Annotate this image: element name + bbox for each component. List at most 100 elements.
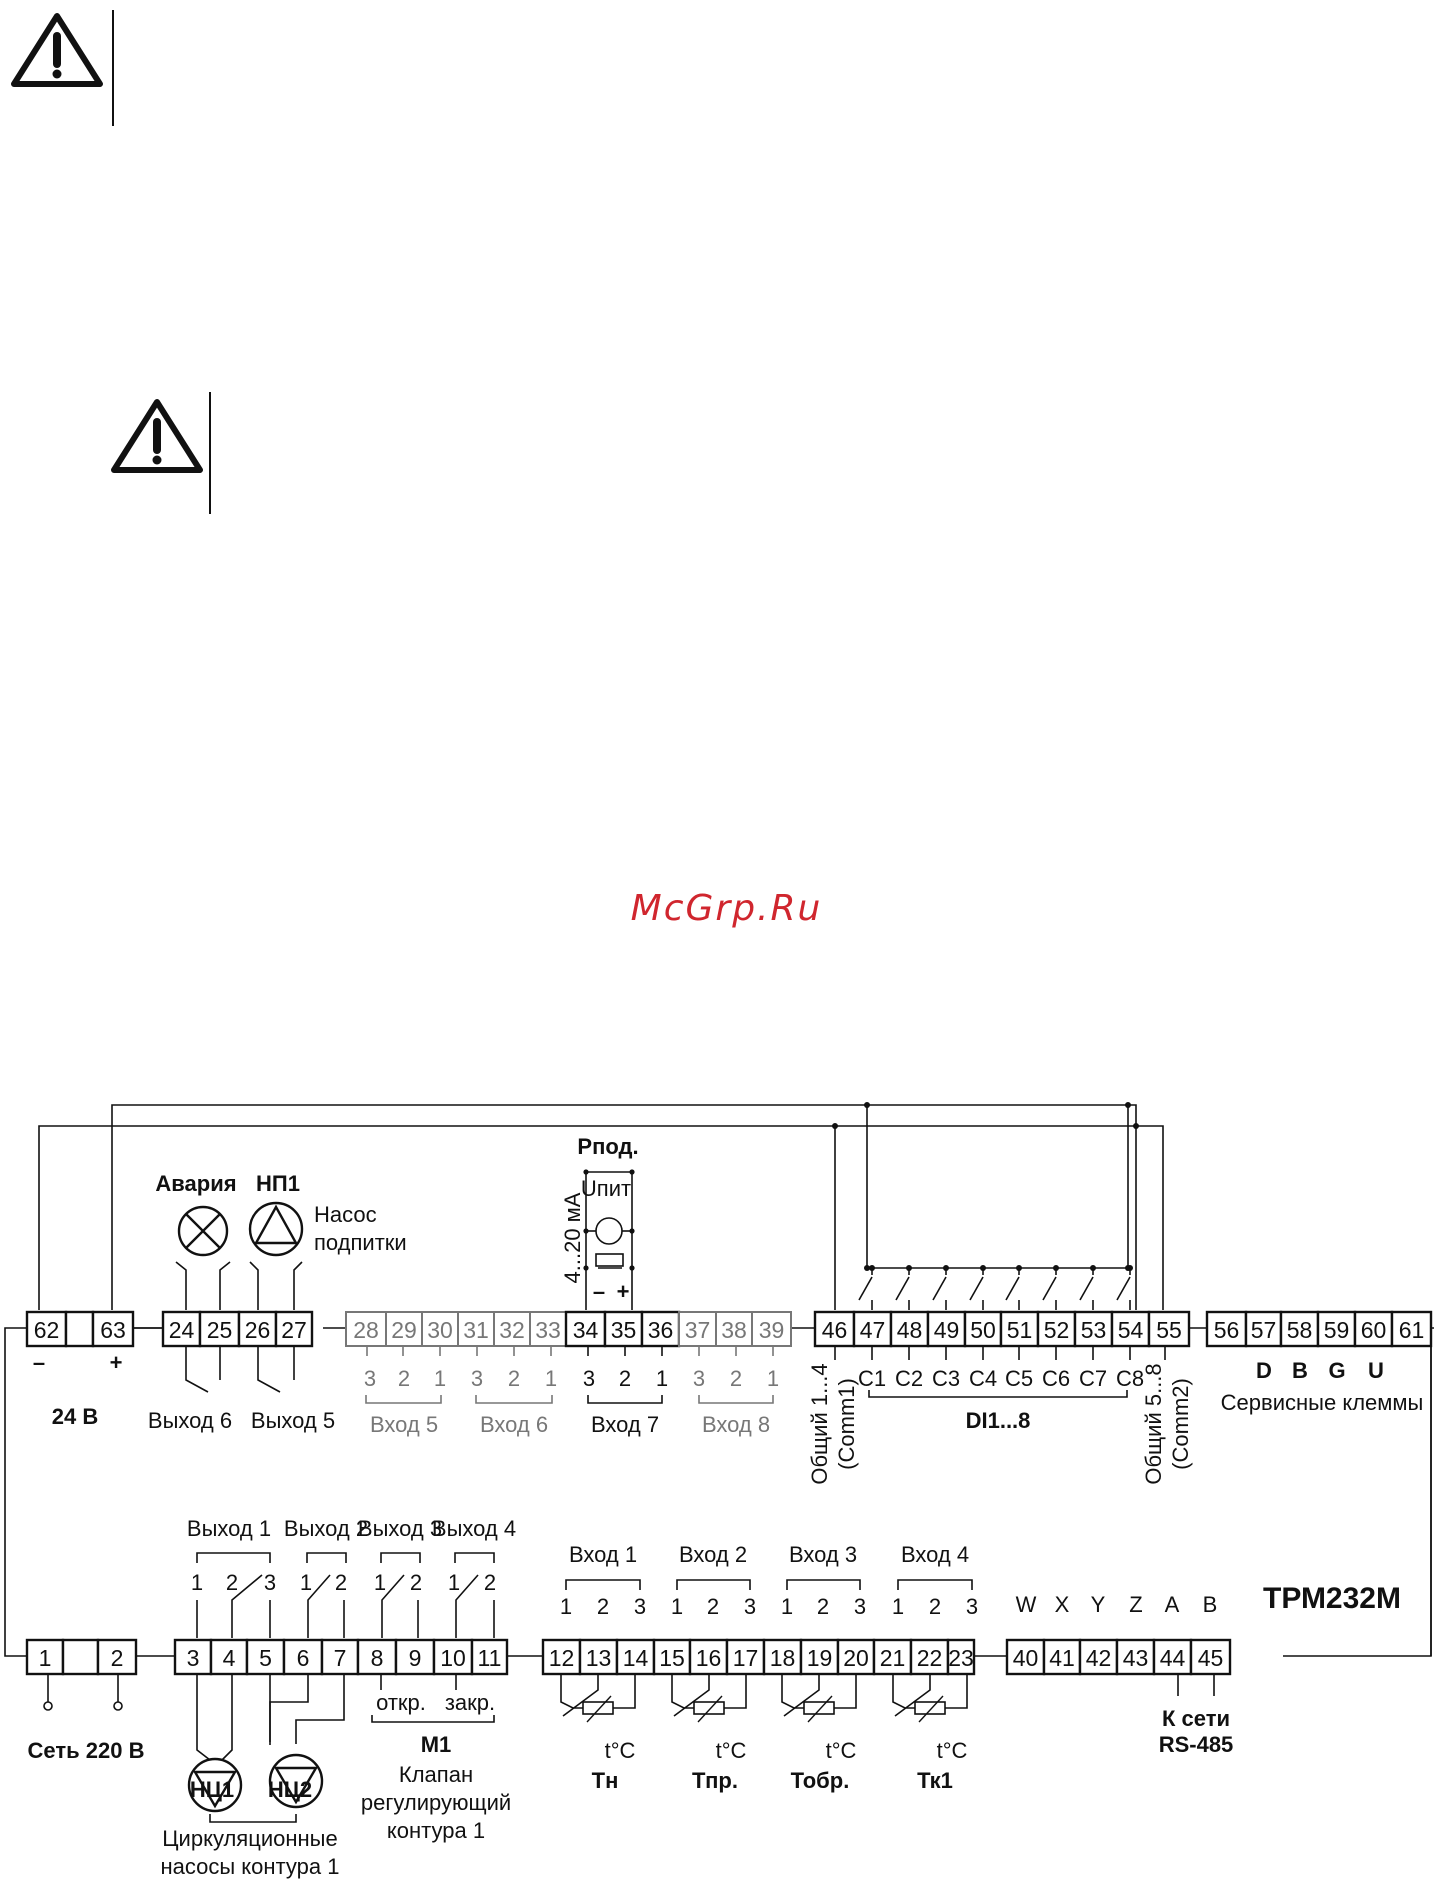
- thermistor-tk1: [892, 1674, 968, 1723]
- input-label: Вход 1: [569, 1542, 637, 1567]
- input-pin-number: 1: [671, 1594, 683, 1619]
- terminal-number: 29: [391, 1317, 417, 1343]
- pump-nc2-label: НЦ2: [268, 1777, 312, 1802]
- terminal-cell: [715, 1311, 753, 1347]
- supply-plus: +: [110, 1350, 123, 1375]
- terminal-number: 63: [100, 1317, 126, 1343]
- terminal-number: 48: [897, 1317, 923, 1343]
- terminal-cell: [1279, 1310, 1320, 1348]
- terminal-cell: [678, 1311, 717, 1347]
- input-pin-number: 2: [398, 1366, 410, 1391]
- terminal-number: 2: [111, 1645, 124, 1671]
- rs-terminal-letter: Z: [1129, 1592, 1142, 1617]
- input-pin-number: 2: [619, 1366, 631, 1391]
- terminal-cell: [813, 1310, 856, 1348]
- input-pin-number: 2: [730, 1366, 742, 1391]
- output-label: Выход 2: [284, 1516, 368, 1541]
- service-letter: U: [1368, 1358, 1384, 1383]
- terminal-cell: [640, 1310, 681, 1348]
- output-pin-number: 1: [191, 1570, 203, 1595]
- terminal-number: 37: [685, 1317, 711, 1343]
- terminal-cell: [751, 1311, 792, 1347]
- terminal-cell: [1244, 1310, 1283, 1348]
- terminal-number: 11: [478, 1645, 502, 1671]
- terminal-number: 23: [948, 1645, 974, 1671]
- terminal-cell: [1353, 1310, 1394, 1348]
- terminal-number: 40: [1013, 1645, 1039, 1671]
- terminal-number: 42: [1086, 1645, 1112, 1671]
- input-label: Вход 4: [901, 1542, 969, 1567]
- input-label: Вход 7: [591, 1412, 659, 1437]
- terminal-number: 28: [353, 1317, 379, 1343]
- circ-pumps-caption: Циркуляционные: [162, 1826, 337, 1851]
- temp-unit-label: t°C: [716, 1738, 747, 1763]
- output-label: Выход 4: [432, 1516, 516, 1541]
- valve-caption: контура 1: [387, 1818, 485, 1843]
- sensor-supply-label: Uпит: [581, 1176, 631, 1201]
- terminal-number: 43: [1123, 1645, 1149, 1671]
- thermistor-tobr: [781, 1674, 857, 1723]
- input-label: Вход 2: [679, 1542, 747, 1567]
- pressure-sensor: [583, 1169, 635, 1271]
- terminal-number: 54: [1118, 1317, 1144, 1343]
- temp-unit-label: t°C: [605, 1738, 636, 1763]
- output-pin-number: 2: [484, 1570, 496, 1595]
- common-2-label: Общий 5...8: [1141, 1363, 1166, 1484]
- common-1-label: Общий 1...4: [807, 1363, 832, 1484]
- input-pin-number: 1: [560, 1594, 572, 1619]
- input-pin-number: 3: [634, 1594, 646, 1619]
- input-pin-number: 2: [707, 1594, 719, 1619]
- terminal-cell: [725, 1638, 766, 1676]
- rs485-label: К сети: [1162, 1706, 1230, 1731]
- input-label: Вход 5: [370, 1412, 438, 1437]
- common-2-sub: (Comm2): [1168, 1378, 1193, 1470]
- terminal-number: 25: [207, 1317, 233, 1343]
- terminal-number: 47: [860, 1317, 886, 1343]
- pump-np1-label: НП1: [256, 1171, 300, 1196]
- di-switches: [832, 1102, 1139, 1360]
- terminal-number: 49: [934, 1317, 960, 1343]
- input-label: Вход 8: [702, 1412, 770, 1437]
- terminal-cell: [457, 1311, 495, 1347]
- terminal-cell: [173, 1638, 213, 1676]
- terminal-cell: [345, 1311, 387, 1347]
- thermistor-tn: [560, 1674, 636, 1723]
- terminal-cell: [245, 1638, 286, 1676]
- terminal-cell: [91, 1310, 135, 1348]
- di-input-label: C8: [1116, 1366, 1144, 1391]
- input-pin-number: 3: [854, 1594, 866, 1619]
- supply-minus: –: [33, 1350, 45, 1375]
- input-pin-number: 3: [966, 1594, 978, 1619]
- input-pin-number: 1: [892, 1594, 904, 1619]
- terminal-cell: [394, 1638, 436, 1676]
- service-terminals-label: Сервисные клеммы: [1221, 1390, 1424, 1415]
- service-letter: B: [1292, 1358, 1308, 1383]
- input-pin-number: 3: [583, 1366, 595, 1391]
- terminal-cell: [432, 1638, 474, 1676]
- circ-pumps-caption: насосы контура 1: [161, 1854, 340, 1879]
- terminal-number: 4: [223, 1645, 236, 1671]
- watermark: McGrp.Ru: [630, 888, 823, 929]
- terminal-number: 10: [440, 1645, 466, 1671]
- terminal-cell: [1316, 1310, 1357, 1348]
- input-pin-number: 1: [781, 1594, 793, 1619]
- terminal-cell: [282, 1638, 324, 1676]
- terminal-cell: [1078, 1638, 1119, 1676]
- device-model-label: ТРМ232М: [1263, 1582, 1401, 1615]
- terminal-number: 59: [1324, 1317, 1350, 1343]
- sensor-minus: –: [593, 1279, 605, 1304]
- di-input-label: C6: [1042, 1366, 1070, 1391]
- rs485-label: RS-485: [1159, 1732, 1234, 1757]
- output-pin-number: 3: [264, 1570, 276, 1595]
- valve-open-label: откр.: [376, 1690, 426, 1715]
- input-pin-number: 1: [656, 1366, 668, 1391]
- thermistor-tpr: [671, 1674, 747, 1723]
- terminal-number: 50: [970, 1317, 996, 1343]
- terminal-number: 45: [1198, 1645, 1224, 1671]
- terminal-number: 16: [696, 1645, 722, 1671]
- input-pin-number: 2: [817, 1594, 829, 1619]
- output-pin-number: 2: [335, 1570, 347, 1595]
- output5-label: Выход 5: [251, 1408, 335, 1433]
- warning-triangle-icon: [104, 390, 214, 521]
